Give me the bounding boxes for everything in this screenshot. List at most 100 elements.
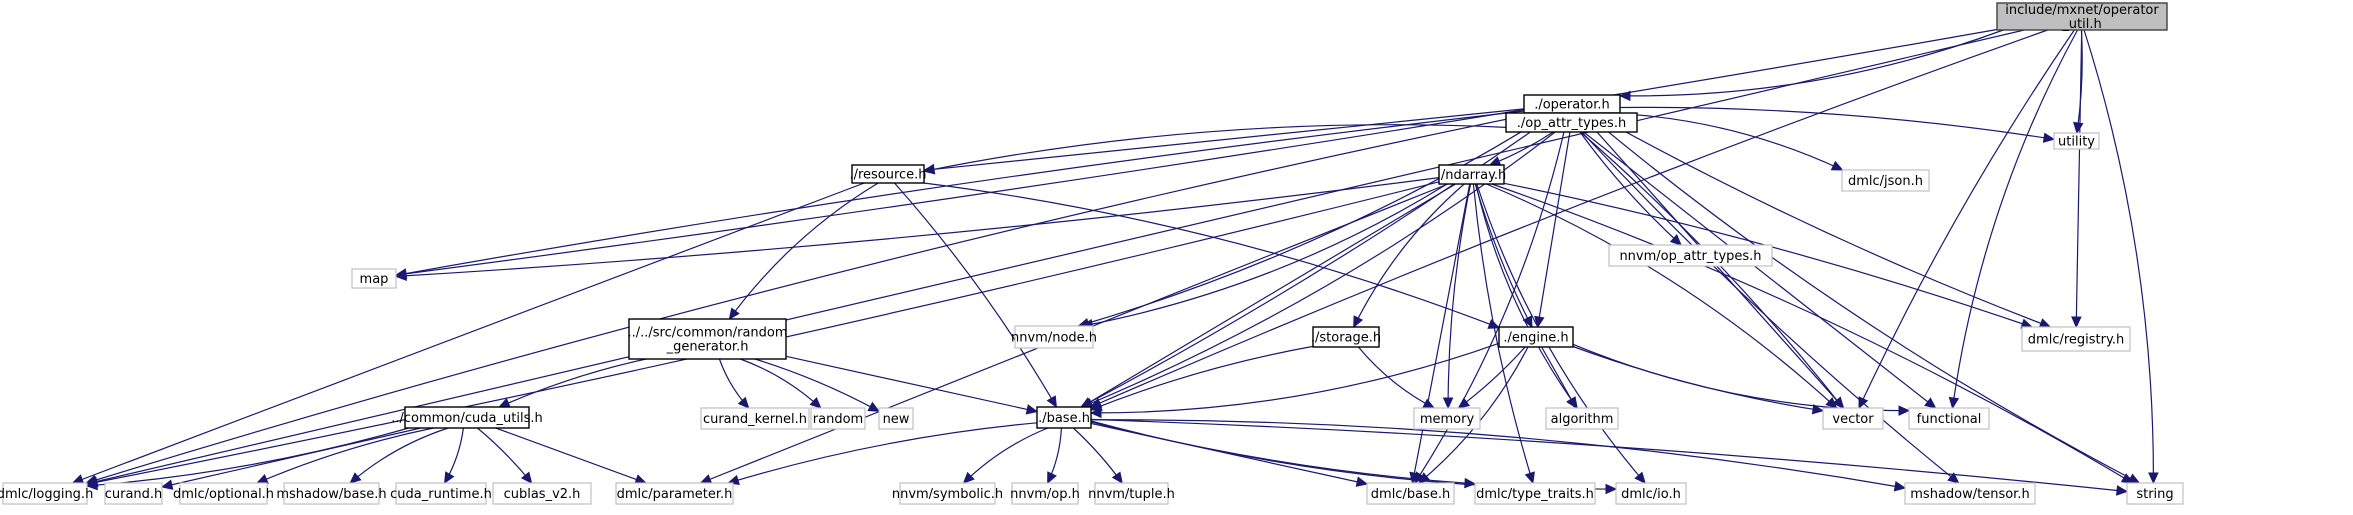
arrowhead-type_traits (1464, 477, 1477, 489)
node-cublas: cublas_v2.h (492, 482, 592, 505)
node-algorithm: algorithm (1545, 407, 1619, 430)
node-label-memory: memory (1420, 412, 1475, 427)
node-box-nnvm_node (1014, 325, 1094, 349)
node-string: string (2126, 482, 2184, 505)
node-op_attr_types[interactable]: ./op_attr_types.h (1505, 112, 1638, 133)
nodes-layer: include/mxnet/operator_util.h ./operator.… (0, 2, 2184, 505)
edge-ndarray-to-string (1491, 183, 2133, 484)
edge-operator-to-nnvm_node (1078, 112, 1553, 327)
node-label-ndarray: ./ndarray.h (1437, 168, 1507, 183)
node-memory: memory (1413, 407, 1481, 430)
node-json: dmlc/json.h (1841, 169, 1930, 192)
edge-root-to-operator (1619, 29, 2004, 97)
node-box-symbolic (899, 482, 996, 505)
arrowhead-algorithm (1566, 396, 1577, 410)
arrowhead-mshadow_base (349, 472, 362, 484)
node-box-mshadow_base (283, 482, 380, 505)
node-label-random_gen: _generator.h (666, 340, 749, 355)
node-label-cuda_utils: ../common/cuda_utils.h (391, 411, 542, 426)
arrowhead-cuda_runtime (443, 471, 455, 485)
arrowhead-symbolic (962, 471, 975, 484)
edge-root-to-vector (1858, 29, 2075, 409)
node-label-random: random (813, 412, 863, 427)
node-box-nnvm_op (1011, 482, 1079, 505)
edge-random_gen-to-base (785, 355, 1038, 413)
node-label-nnvm_op_attr: nnvm/op_attr_types.h (1619, 249, 1761, 264)
node-label-base: ./base.h (1038, 411, 1090, 426)
node-label-string: string (2136, 487, 2173, 502)
edge-random_gen-to-new (754, 358, 880, 412)
node-label-engine: ./engine.h (1503, 331, 1568, 346)
node-root[interactable]: include/mxnet/operator_util.h (1996, 2, 2168, 32)
node-box-random_gen (628, 318, 787, 360)
edge-ndarray-to-storage (1353, 183, 1465, 328)
arrowhead-utility (2073, 121, 2084, 135)
edge-base-to-symbolic (963, 427, 1049, 484)
node-box-nnvm_op_attr (1608, 244, 1773, 267)
arrowhead-parameter (699, 474, 713, 485)
node-label-map: map (360, 272, 389, 287)
node-vector: vector (1822, 407, 1884, 430)
node-box-root (1996, 2, 2168, 31)
node-random_gen[interactable]: ../../src/common/random_generator.h (627, 318, 788, 360)
node-label-operator: ./operator.h (1534, 98, 1610, 113)
node-box-cuda_utils (404, 406, 530, 429)
arrowhead-storage (1353, 315, 1364, 329)
node-nnvm_op_attr: nnvm/op_attr_types.h (1608, 244, 1773, 267)
node-operator[interactable]: ./operator.h (1523, 94, 1621, 114)
node-nnvm_node: nnvm/node.h (1011, 325, 1097, 349)
node-cuda_runtime: cuda_runtime.h (390, 482, 492, 505)
node-logging: dmlc/logging.h (0, 482, 93, 505)
node-label-dmlc_base: dmlc/base.h (1371, 487, 1450, 502)
edges-layer (71, 28, 2159, 496)
arrowhead-tuple (1111, 471, 1123, 484)
edge-resource-to-base (894, 182, 1057, 408)
edge-ndarray-to-map (395, 177, 1440, 277)
node-label-tuple: nnvm/tuple.h (1088, 487, 1175, 502)
edge-op_attr_types-to-resource (923, 124, 1507, 172)
node-label-registry: dmlc/registry.h (2028, 333, 2124, 348)
node-box-tensor (1904, 482, 2036, 505)
node-box-cublas (492, 482, 592, 505)
node-functional: functional (1908, 407, 1990, 430)
arrowhead-random_gen (728, 307, 740, 320)
node-box-engine (1498, 326, 1574, 348)
edge-ndarray-to-dmlc_base (1411, 183, 1471, 484)
node-label-storage: ./storage.h (1311, 331, 1381, 346)
edge-base-to-parameter (728, 422, 1038, 484)
arrowhead-base (1025, 404, 1039, 415)
node-random: random (810, 407, 866, 430)
arrowhead-dmlc_io (1634, 471, 1646, 484)
node-curand: curand.h (104, 482, 163, 505)
edge-root-to-functional (1951, 29, 2079, 409)
arrowhead-random (809, 396, 822, 409)
edge-engine-to-memory (1458, 346, 1526, 409)
node-label-dmlc_io: dmlc/io.h (1621, 487, 1681, 502)
node-utility: utility (2053, 132, 2100, 150)
node-base[interactable]: ./base.h (1036, 406, 1092, 429)
node-label-parameter: dmlc/parameter.h (617, 487, 733, 502)
arrowhead-curand_kernel (737, 396, 750, 409)
node-label-nnvm_node: nnvm/node.h (1011, 331, 1097, 346)
edge-engine-to-vector (1572, 345, 1824, 412)
arrowhead-registry (2038, 318, 2052, 329)
edge-ndarray-to-vector (1486, 183, 1838, 409)
arrowhead-engine (1522, 315, 1533, 329)
node-resource[interactable]: ./resource.h (849, 164, 927, 184)
arrowhead-memory (1442, 397, 1454, 410)
node-dmlc_base: dmlc/base.h (1366, 482, 1455, 505)
arrowhead-json (1830, 160, 1844, 171)
arrowhead-base (1089, 407, 1102, 419)
edge-base-to-string (1090, 418, 2128, 493)
arrowhead-logging (85, 479, 98, 491)
node-ndarray[interactable]: ./ndarray.h (1437, 164, 1507, 185)
node-engine[interactable]: ./engine.h (1498, 326, 1574, 348)
node-label-symbolic: nnvm/symbolic.h (892, 487, 1003, 502)
edge-op_attr_types-to-tensor (1581, 131, 1960, 484)
node-storage[interactable]: ./storage.h (1311, 326, 1381, 348)
node-box-vector (1822, 407, 1884, 430)
node-cuda_utils[interactable]: ../common/cuda_utils.h (391, 406, 543, 429)
node-box-string (2126, 482, 2184, 505)
arrowhead-tensor (1893, 481, 1907, 492)
